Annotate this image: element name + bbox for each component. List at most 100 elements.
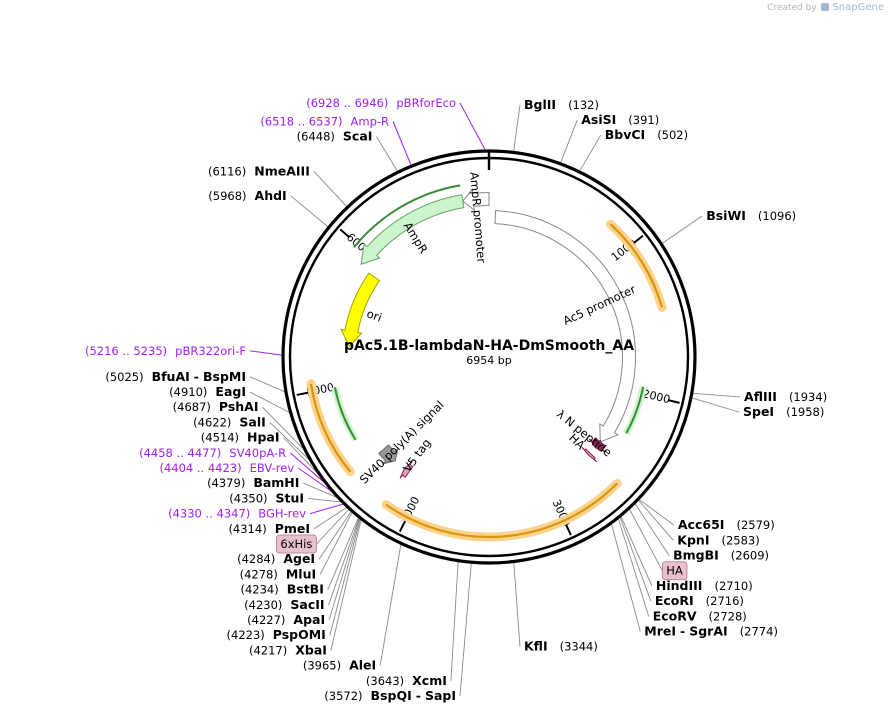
- leader-pspomi: [329, 517, 361, 636]
- enzyme-mlui[interactable]: (4278)MluI: [240, 566, 317, 581]
- enzyme-xcmi[interactable]: (3643)XcmI: [366, 673, 447, 688]
- tag-box-bg: [661, 561, 688, 581]
- leader-pshai: [262, 406, 307, 452]
- tag-box-6xhis[interactable]: 6xHis: [280, 537, 312, 551]
- enzyme-name: SacII: [290, 597, 324, 612]
- leader-acc65i: [638, 498, 675, 526]
- enzyme-name: EagI: [215, 384, 246, 399]
- enzyme-pmei[interactable]: (4314)PmeI: [228, 521, 310, 536]
- feature-ac5-promoter[interactable]: [494, 210, 636, 443]
- orf-line: [353, 184, 461, 248]
- enzyme-bspqi[interactable]: (3572)BspQI-SapI: [324, 688, 456, 703]
- enzyme-position: (4234): [240, 583, 278, 597]
- leader-nmeaiii: [313, 170, 348, 208]
- leader-mlui: [319, 511, 353, 575]
- primer-ebv-rev[interactable]: (4404 .. 4423)EBV-rev: [159, 461, 294, 475]
- enzyme-acc65i[interactable]: Acc65I(2579): [678, 517, 775, 532]
- feature-sv40-polya[interactable]: [378, 444, 399, 465]
- primer-name: pBR322ori-F: [175, 344, 246, 358]
- feature-ori[interactable]: [340, 272, 381, 348]
- enzyme-position: (3965): [303, 659, 341, 673]
- enzyme-position: (132): [568, 98, 599, 112]
- enzyme-kfli[interactable]: KflI(3344): [524, 639, 598, 654]
- snapgene-credit: Created by SnapGene: [767, 2, 884, 13]
- leader-agei: [318, 510, 353, 560]
- enzyme-ecori[interactable]: EcoRI(2716): [655, 593, 744, 608]
- feature-ha-tag[interactable]: [581, 446, 598, 463]
- primer-amp-r[interactable]: (6518 .. 6537)Amp-R: [260, 114, 389, 128]
- leader-lines: [249, 102, 741, 697]
- enzyme-hindiii[interactable]: HindIII(2710): [656, 578, 753, 593]
- enzyme-name: BglII: [524, 97, 556, 112]
- leader-pmei: [313, 506, 348, 530]
- enzyme-apai[interactable]: (4227)ApaI: [247, 612, 325, 627]
- enzyme-eagi[interactable]: (4910) EagI: [169, 384, 246, 399]
- orf-line: [609, 223, 664, 308]
- enzyme-bamhi[interactable]: (4379)BamHI: [207, 475, 299, 490]
- enzyme-position: (2774): [740, 625, 778, 639]
- leader-kfli: [513, 561, 521, 647]
- enzyme-position: (4910): [169, 385, 207, 399]
- enzyme-name: NmeAIII: [254, 163, 310, 178]
- enzyme-ecorv[interactable]: EcoRV(2728): [653, 608, 747, 623]
- enzyme-spei[interactable]: SpeI(1958): [743, 404, 824, 419]
- leader-bbvci: [578, 134, 602, 173]
- enzyme-afliii[interactable]: AflIII(1934): [744, 389, 827, 404]
- enzyme-position: (2710): [714, 579, 752, 593]
- plasmid-size: 6954 bp: [466, 354, 511, 367]
- enzyme-pshai[interactable]: (4687)PshAI: [173, 399, 259, 414]
- enzyme-ahdi[interactable]: (5968)AhdI: [208, 188, 286, 203]
- primer-bgh-rev[interactable]: (4330 .. 4347)BGH-rev: [168, 507, 306, 521]
- leader-xcmi: [450, 560, 459, 681]
- tag-box-ha[interactable]: HA: [666, 564, 683, 578]
- enzyme-nmeaiii[interactable]: (6116)NmeAIII: [208, 163, 310, 178]
- primer-name: Amp-R: [351, 114, 390, 128]
- primer-sv40pa-r[interactable]: (4458 .. 4477)SV40pA-R: [139, 446, 286, 460]
- feature-ampr-promoter[interactable]: [462, 188, 490, 212]
- enzyme-scai[interactable]: (6448)ScaI: [297, 129, 373, 144]
- enzyme-stui[interactable]: (4350)StuI: [229, 490, 304, 505]
- enzyme-position: (4278): [240, 567, 278, 581]
- enzyme-name: BbvCI: [605, 127, 645, 142]
- leader-bamhi: [303, 482, 340, 499]
- enzyme-alei[interactable]: (3965)AleI: [303, 658, 376, 673]
- enzyme-sacii[interactable]: (4230)SacII: [244, 597, 324, 612]
- feature-lambda-n[interactable]: [588, 437, 607, 453]
- primer-pbrforeco[interactable]: (6928 .. 6946)pBRforEco: [306, 96, 456, 110]
- leader-asisi: [559, 119, 578, 164]
- enzyme-kpni[interactable]: KpnI(2583): [677, 532, 759, 547]
- enzyme-position: (1958): [786, 405, 824, 419]
- enzyme-sali[interactable]: (4622)SalI: [193, 414, 266, 429]
- enzyme-hpai[interactable]: (4514)HpaI: [201, 430, 280, 445]
- enzyme-bbvci[interactable]: BbvCI(502): [605, 127, 688, 142]
- enzyme-position: (4350): [229, 491, 267, 505]
- primer-range: (4458 .. 4477): [139, 446, 221, 460]
- enzyme-pspomi[interactable]: (4223)PspOMI: [227, 627, 326, 642]
- enzyme-xbai[interactable]: (4217)XbaI: [249, 642, 327, 657]
- enzyme-bfuai[interactable]: (5025)BfuAI-BspMI: [105, 369, 246, 384]
- enzyme-bglii[interactable]: BglII (132): [524, 97, 599, 112]
- leader-amp-r: [392, 121, 412, 167]
- enzyme-name: EcoRV: [653, 608, 697, 623]
- scale-label-2000: 2000: [641, 387, 671, 406]
- leader-sacii: [328, 516, 360, 605]
- enzyme-bmgbi[interactable]: BmgBI(2609): [673, 548, 769, 563]
- feature-ampr[interactable]: [360, 194, 465, 265]
- leader-bstbi: [327, 516, 360, 590]
- enzyme-name-2: SapI: [425, 688, 456, 703]
- enzyme-name: KpnI: [677, 532, 709, 547]
- enzyme-asisi[interactable]: AsiSI(391): [581, 112, 659, 127]
- primer-range: (4330 .. 4347): [168, 507, 250, 521]
- feature-v5-tag[interactable]: [399, 461, 414, 479]
- orf-highlights: [306, 184, 667, 542]
- enzyme-sep: -: [194, 369, 199, 384]
- orf-highlight: [331, 386, 359, 442]
- enzyme-mrei[interactable]: MreI-SgrAI(2774): [644, 624, 778, 639]
- leader-bglii: [513, 104, 521, 153]
- enzyme-bstbi[interactable]: (4234)BstBI: [240, 582, 323, 597]
- enzyme-bsiwi[interactable]: BsiWI(1096): [706, 208, 796, 223]
- primer-pbr322ori-f[interactable]: (5216 .. 5235)pBR322ori-F: [85, 344, 246, 358]
- enzyme-agei[interactable]: (4284)AgeI: [237, 551, 315, 566]
- enzyme-position: (4687): [173, 400, 211, 414]
- leader-afliii: [691, 392, 741, 398]
